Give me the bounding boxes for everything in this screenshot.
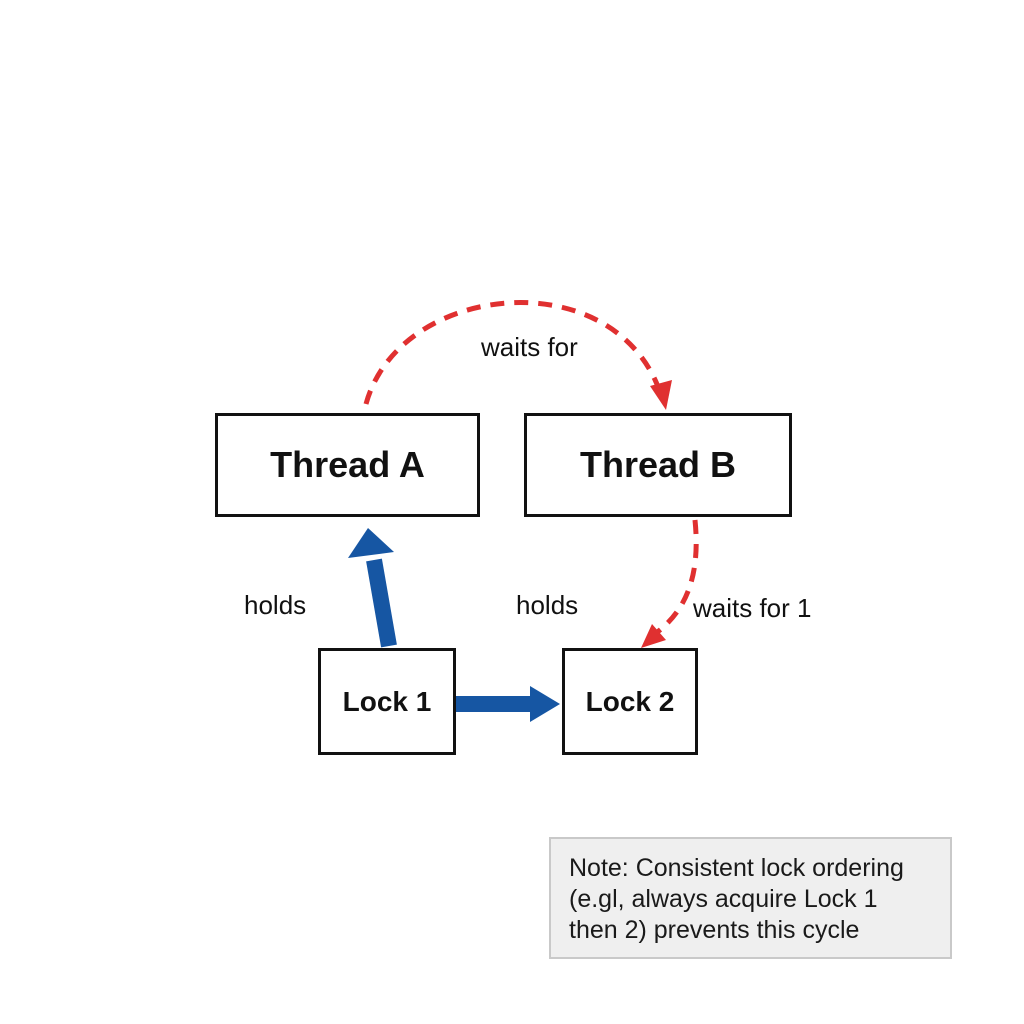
hold-arrow-lock-1-to-thread-a-head <box>348 528 394 558</box>
hold-arrow-lock-1-to-lock-2-head <box>530 686 560 722</box>
thread-a-label: Thread A <box>270 444 425 485</box>
thread-a-box: Thread A <box>215 413 480 517</box>
lock-2-box: Lock 2 <box>562 648 698 755</box>
wait-arrow-thread-b-to-lock-2 <box>650 519 699 639</box>
wait-arrow-thread-b-to-lock-2-head <box>641 624 666 648</box>
edge-label-holds-middle: holds <box>516 590 579 620</box>
note-box: Note: Consistent lock ordering (e.gl, al… <box>549 837 952 959</box>
wait-arrow-thread-a-to-thread-b-head <box>650 380 672 410</box>
edge-label-holds-left: holds <box>244 590 307 620</box>
lock-2-label: Lock 2 <box>585 685 675 717</box>
wait-arrow-thread-a-to-thread-b <box>363 300 665 405</box>
hold-arrow-lock-1-to-thread-a <box>366 558 397 648</box>
thread-b-box: Thread B <box>524 413 792 517</box>
note-line-2: (e.gl, always acquire Lock 1 <box>569 885 878 913</box>
note-line-1: Note: Consistent lock ordering <box>569 854 904 882</box>
note-line-3: then 2) prevents this cycle <box>569 916 860 944</box>
edge-label-waits-for-top: waits for <box>481 332 578 362</box>
edge-label-waits-for-right: waits for 1 <box>693 593 812 623</box>
lock-1-label: Lock 1 <box>342 685 432 717</box>
lock-1-box: Lock 1 <box>318 648 456 755</box>
thread-b-label: Thread B <box>579 444 737 485</box>
